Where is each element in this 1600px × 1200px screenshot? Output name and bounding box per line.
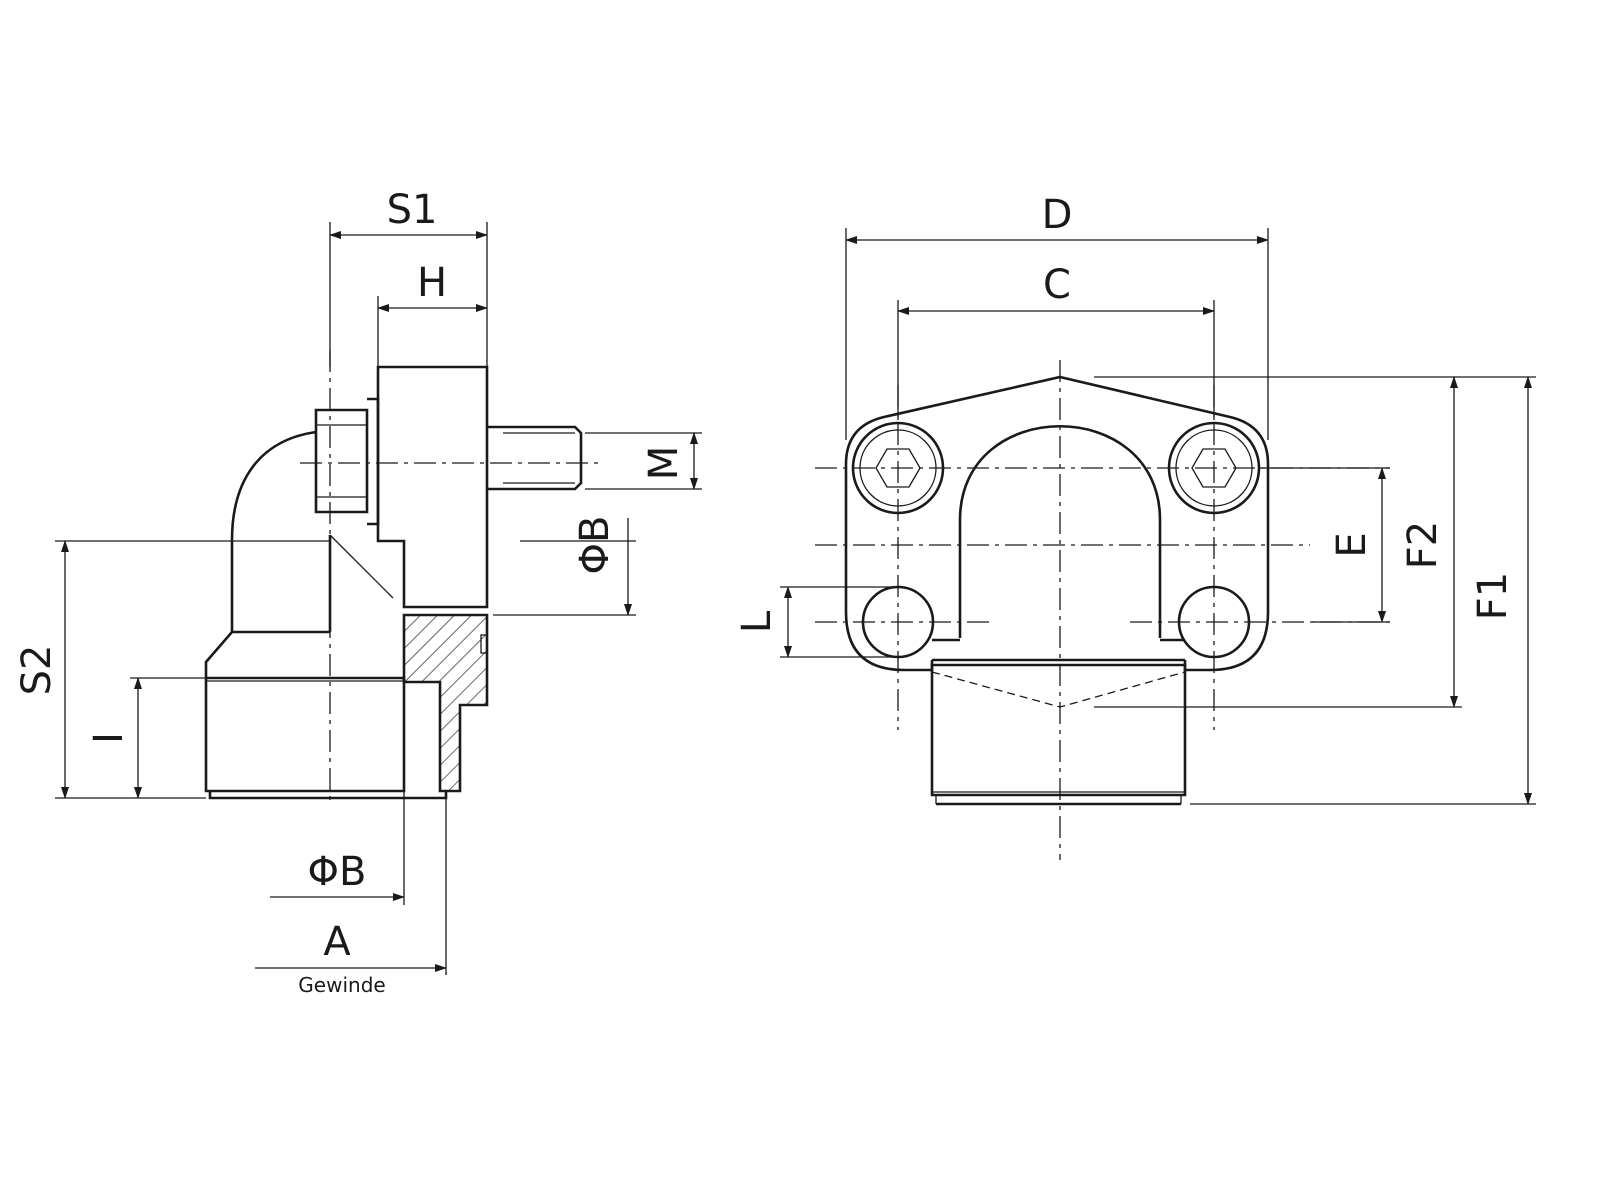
dim-f2: F2 [1400, 521, 1446, 569]
flange-block [376, 365, 489, 609]
dim-s2: S2 [14, 645, 60, 696]
dim-d: D [1042, 192, 1073, 238]
dim-c: C [1043, 262, 1071, 308]
dim-a: A [323, 919, 351, 965]
dim-m: M [641, 446, 687, 481]
dim-s1: S1 [387, 187, 438, 233]
flange-outline [844, 375, 1270, 672]
dim-f1: F1 [1470, 572, 1516, 620]
dim-i: I [86, 732, 132, 744]
threaded-port [204, 630, 406, 793]
dim-l: L [734, 610, 780, 633]
bolt-head [314, 408, 369, 514]
thread-boss [930, 660, 1187, 797]
dim-phi-b-side: ΦB [572, 516, 618, 575]
gewinde-note: Gewinde [298, 973, 385, 997]
stud-bolt [487, 425, 583, 491]
hatched-section [402, 613, 489, 793]
dim-h: H [417, 260, 447, 306]
dim-e: E [1329, 532, 1375, 557]
elbow-body [230, 430, 317, 632]
dim-phi-b-bottom: ΦB [308, 849, 367, 895]
side-view: S1 H M ΦB S2 I ΦB A Gewinde [14, 187, 702, 997]
front-view: D C E F2 F1 L [734, 192, 1536, 860]
